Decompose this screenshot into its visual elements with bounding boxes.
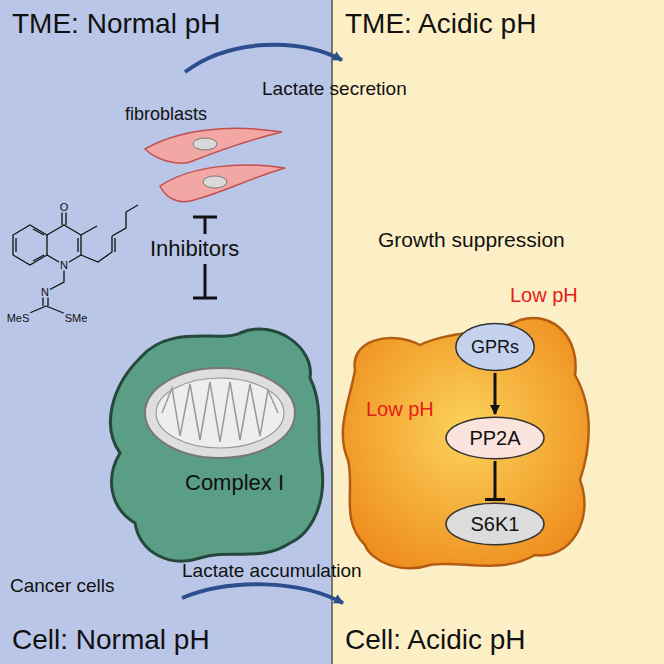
cell-label: Cancer cells bbox=[10, 575, 115, 597]
inhibition-connector bbox=[494, 461, 497, 500]
fibroblast-cells: fibroblasts bbox=[120, 104, 290, 214]
drug-label: Inhibitors bbox=[150, 236, 239, 261]
panel-title: TME: Acidic pH bbox=[345, 8, 536, 40]
protein-ellipse: PP2A bbox=[445, 416, 545, 460]
secretion-arrow bbox=[185, 45, 342, 72]
panel-title: TME: Normal pH bbox=[12, 8, 220, 40]
panel-title: Cell: Acidic pH bbox=[345, 624, 526, 656]
protein-ellipse: S6K1 bbox=[445, 502, 545, 546]
node-text: GPRs bbox=[471, 337, 519, 358]
atom-label: MeS bbox=[6, 313, 31, 324]
atom-label: N bbox=[40, 287, 50, 298]
node-text: PP2A bbox=[469, 427, 520, 450]
chemical-structure bbox=[13, 205, 138, 318]
atom-label: O bbox=[59, 202, 70, 213]
activation-arrow bbox=[494, 373, 497, 414]
node-text: Complex I bbox=[185, 470, 284, 495]
right-panel bbox=[332, 0, 664, 664]
cancer-cell: Complex I bbox=[100, 318, 335, 568]
node-text: S6K1 bbox=[471, 513, 520, 536]
acidic-cancer-cell bbox=[343, 318, 589, 568]
effect-label: Growth suppression bbox=[378, 228, 565, 252]
node-text: fibroblasts bbox=[125, 104, 207, 125]
condition-label: Low pH bbox=[510, 284, 578, 307]
condition-label: Low pH bbox=[366, 398, 434, 421]
atom-label: SMe bbox=[64, 313, 89, 324]
accumulation-arrow bbox=[182, 584, 343, 603]
receptor-ellipse: GPRs bbox=[455, 322, 535, 372]
process-label: Lactate secretion bbox=[262, 78, 407, 100]
panel-title: Cell: Normal pH bbox=[12, 624, 210, 656]
atom-label: N bbox=[59, 260, 69, 271]
process-label: Lactate accumulation bbox=[182, 560, 362, 582]
cell-drawing bbox=[100, 318, 335, 568]
